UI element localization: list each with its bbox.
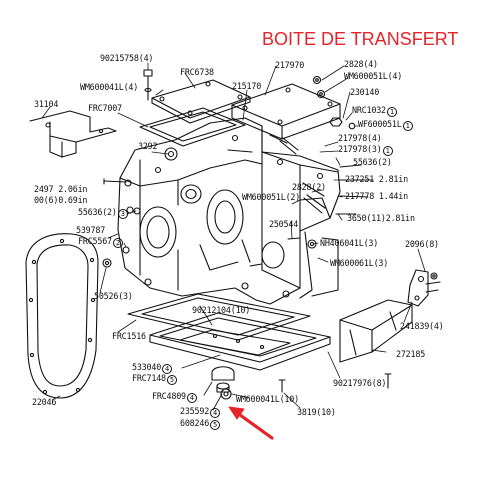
label-wm600041l-top: WM600041L(4) [80,82,139,92]
small-bolts [278,373,392,393]
bolt-top [143,69,153,101]
studs [102,134,374,268]
label-217970: 217970 [275,60,305,70]
label-241839: 241839(4) [400,321,444,331]
label-217978-4: 217978(4) [338,133,382,143]
label-frc7007: FRC7007 [88,103,122,113]
bracket-272185 [339,299,413,363]
label-90217976: 90217976(8) [333,378,387,388]
label-217978-3: 217978(3)1 [338,145,393,156]
label-wm600041l-10: WM600041L(10) [236,394,299,404]
bracket-31104 [29,110,117,158]
label-272185: 272185 [396,349,426,359]
label-00-6: 00(6)0.69in [34,195,88,205]
drain-plug [211,366,235,400]
diagram-title: BOITE DE TRANSFERT [262,29,459,49]
leader-lines [41,62,426,411]
label-wm600051l-4: WM600051L(4) [344,71,403,81]
label-nh406041l: NH406041L(3) [320,238,379,248]
washers-right [312,75,356,130]
label-wm600061l: WM600061L(3) [330,258,389,268]
bottom-gasket [127,293,311,341]
label-55636-2-left: 55636(2)3 [78,208,128,219]
red-arrow-pointer [228,406,274,440]
label-2096: 2096(8) [405,239,439,249]
label-frc1516: FRC1516 [112,331,146,341]
label-31104: 31104 [34,99,59,109]
label-237251: 237251 2.81in [345,174,408,184]
label-frc6738: FRC6738 [180,67,214,77]
side-gasket-22046 [25,233,99,399]
label-2497: 2497 2.06in [34,184,88,194]
label-2828-4: 2828(4) [344,59,378,69]
bracket-241839 [407,269,441,307]
label-50526: 50526(3) [94,291,133,301]
label-230140: 230140 [350,87,380,97]
label-wm600051l-2: WM600051L(2) [242,192,301,202]
rear-cover-plate [231,83,341,140]
label-217778: 217778 1.44in [345,191,408,201]
label-539787: 539787 [76,225,106,235]
top-cover-plate [151,79,251,124]
label-215170: 215170 [232,81,262,91]
label-250544: 250544 [269,219,299,229]
label-3650: 3650(11)2.81in [347,213,415,223]
label-3819: 3819(10) [297,407,336,417]
gasket-frc7007 [139,107,246,147]
label-3292: 3292 [138,141,158,151]
label-22046: 22046 [32,397,57,407]
label-2828-2: 2828(2) [292,182,326,192]
label-90212104: 90212104(10) [192,305,251,315]
main-casing [117,117,341,305]
label-55636-2-right: 55636(2) [353,157,392,167]
label-90215758: 90215758(4) [100,53,154,63]
bottom-pan [149,312,331,371]
